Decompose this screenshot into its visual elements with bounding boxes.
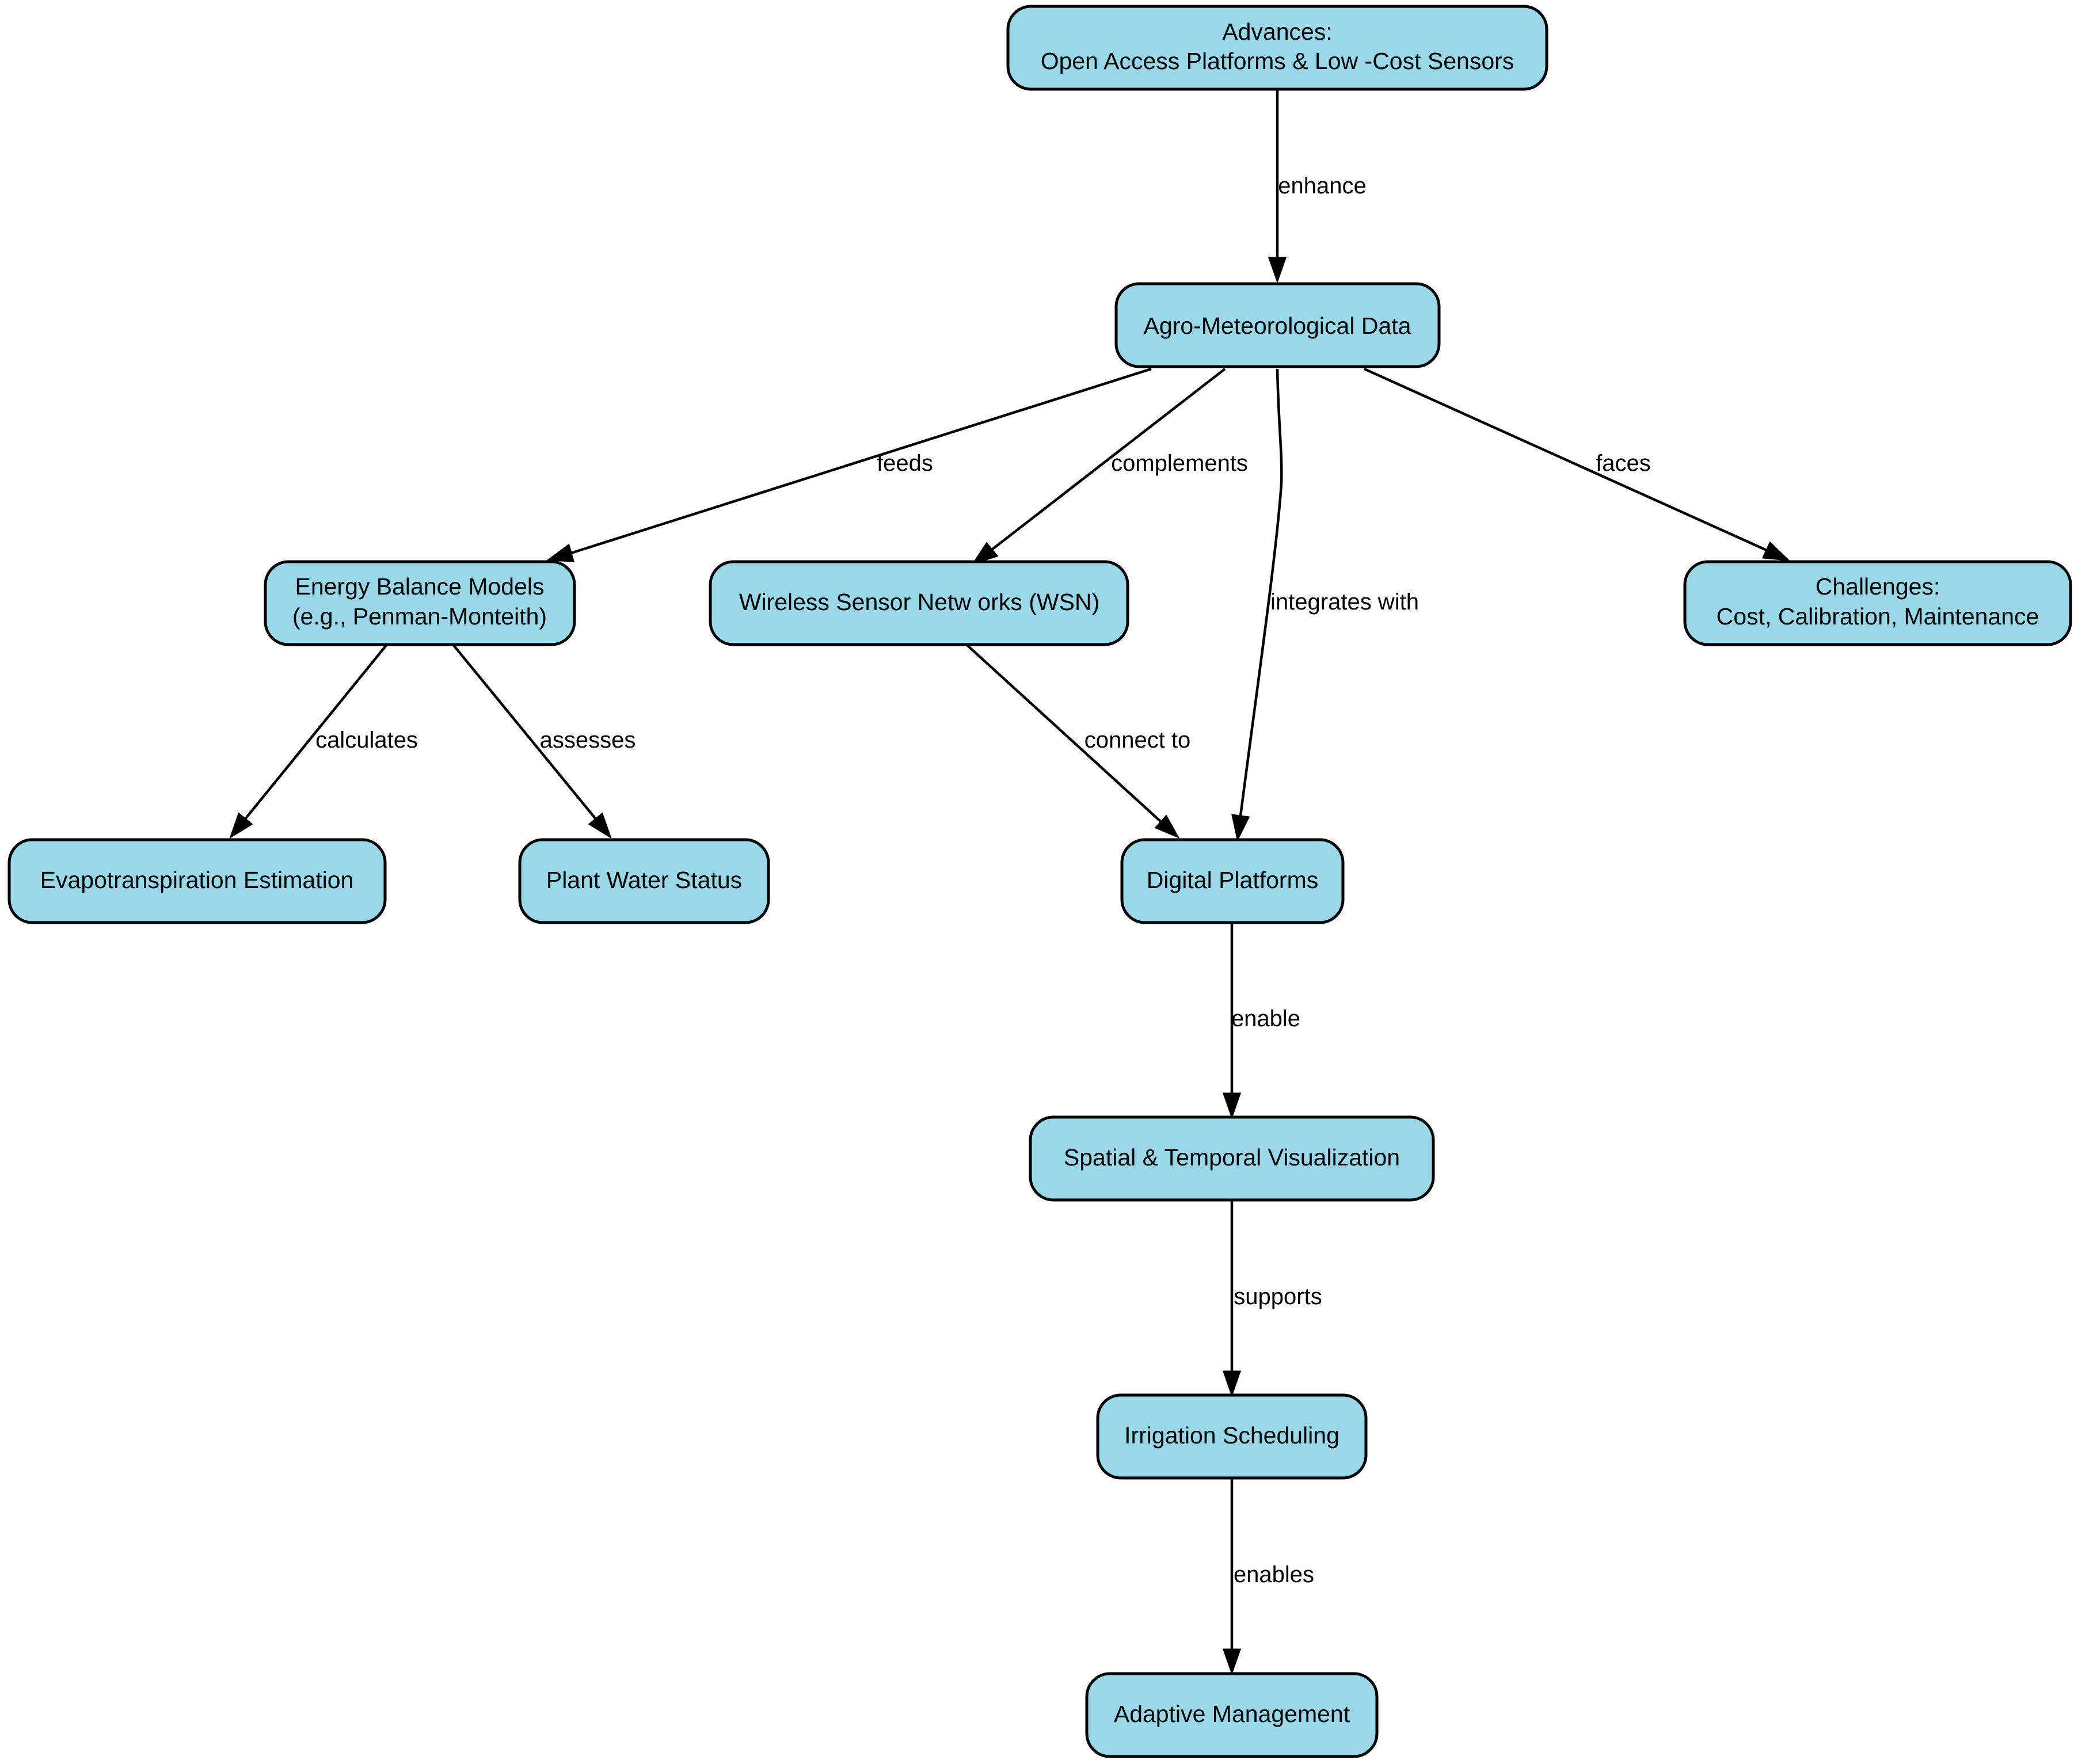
node-energy-balance-models-line-2: (e.g., Penman-Monteith) [292, 603, 547, 630]
node-agro-meteorological-data-label: Agro-Meteorological Data [1144, 313, 1411, 339]
node-evapotranspiration-estimation-label: Evapotranspiration Estimation [40, 867, 354, 893]
edge-label-connect-to: connect to [1084, 727, 1191, 753]
node-energy-balance-models-line-1: Energy Balance Models [295, 573, 544, 600]
node-energy-balance-models: Energy Balance Models (e.g., Penman-Mont… [264, 560, 576, 646]
edge-data-to-challenges: faces [1364, 367, 1791, 561]
node-spatial-temporal-visualization-label: Spatial & Temporal Visualization [1064, 1144, 1400, 1171]
node-plant-water-status: Plant Water Status [518, 838, 770, 924]
edge-energy-to-plant-water: assesses [452, 643, 636, 839]
node-advances-line-1: Advances: [1222, 18, 1332, 45]
node-spatial-temporal-visualization: Spatial & Temporal Visualization [1029, 1115, 1435, 1202]
node-agro-meteorological-data: Agro-Meteorological Data [1114, 282, 1441, 368]
edge-label-integrates-with: integrates with [1270, 589, 1419, 615]
edge-label-enables: enables [1234, 1562, 1314, 1587]
node-wireless-sensor-networks-label: Wireless Sensor Netw orks (WSN) [739, 589, 1099, 615]
edge-advances-to-data: enhance [1268, 89, 1367, 284]
node-digital-platforms: Digital Platforms [1120, 838, 1345, 924]
edge-irrigation-to-adaptive: enables [1222, 1478, 1314, 1675]
edge-label-faces: faces [1596, 451, 1651, 476]
node-plant-water-status-label: Plant Water Status [546, 867, 742, 893]
node-adaptive-management: Adaptive Management [1085, 1672, 1379, 1758]
edge-label-enable: enable [1231, 1006, 1300, 1031]
node-challenges-line-1: Challenges: [1816, 573, 1940, 600]
node-irrigation-scheduling: Irrigation Scheduling [1096, 1393, 1368, 1480]
edge-label-enhance: enhance [1278, 173, 1366, 199]
node-irrigation-scheduling-label: Irrigation Scheduling [1124, 1422, 1339, 1449]
edge-label-calculates: calculates [315, 727, 418, 753]
node-adaptive-management-label: Adaptive Management [1114, 1701, 1350, 1727]
node-advances: Advances: Open Access Platforms & Low -C… [1006, 5, 1548, 91]
node-wireless-sensor-networks: Wireless Sensor Netw orks (WSN) [709, 560, 1129, 646]
edge-label-supports: supports [1234, 1284, 1322, 1309]
node-digital-platforms-label: Digital Platforms [1147, 867, 1318, 893]
node-challenges-line-2: Cost, Calibration, Maintenance [1717, 603, 2039, 630]
edge-data-to-energy-models: feeds [546, 367, 1152, 562]
edge-label-assesses: assesses [540, 727, 636, 753]
edge-data-to-wsn: complements [971, 368, 1248, 565]
node-challenges: Challenges: Cost, Calibration, Maintenan… [1683, 560, 2072, 646]
node-evapotranspiration-estimation: Evapotranspiration Estimation [7, 838, 387, 924]
node-advances-line-2: Open Access Platforms & Low -Cost Sensor… [1041, 48, 1514, 74]
edge-platforms-to-visualization: enable [1222, 923, 1300, 1119]
edge-wsn-to-digital-platforms: connect to [965, 643, 1191, 839]
edge-label-feeds: feeds [877, 451, 933, 476]
edge-label-complements: complements [1111, 451, 1248, 476]
edge-energy-to-evapotranspiration: calculates [229, 643, 418, 839]
edge-visualization-to-irrigation: supports [1222, 1200, 1322, 1397]
edge-data-to-digital-platforms: integrates with [1231, 368, 1419, 842]
